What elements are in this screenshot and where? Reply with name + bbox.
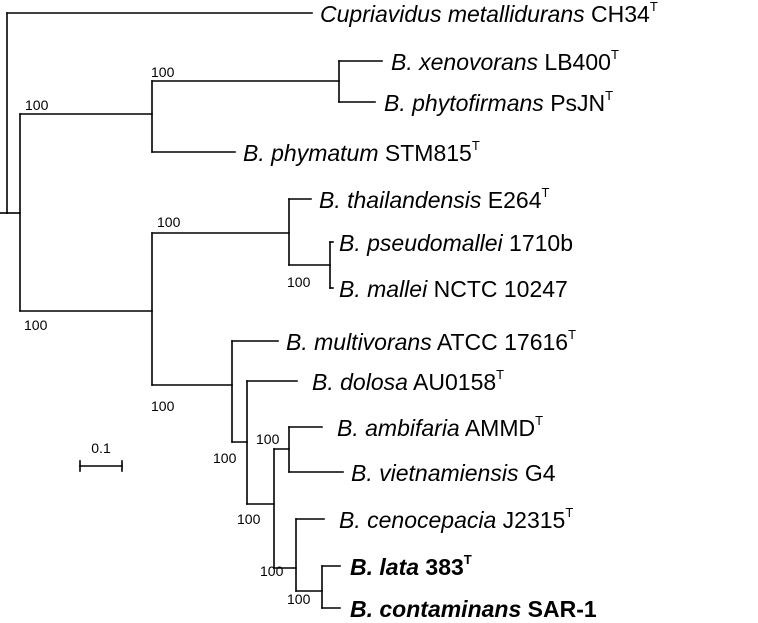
taxon-label: B. vietnamiensis G4 <box>351 460 556 486</box>
taxon-label: B. pseudomallei 1710b <box>339 230 573 256</box>
scale-bar: 0.1 <box>79 440 123 472</box>
bootstrap-value: 100 <box>287 274 311 290</box>
taxon-label: B. ambifaria AMMDT <box>337 413 543 441</box>
taxon-label: B. contaminans SAR-1 <box>350 596 597 622</box>
scale-bar-label: 0.1 <box>91 440 111 456</box>
taxon-label: B. xenovorans LB400T <box>391 47 619 75</box>
taxon-label: B. phymatum STM815T <box>243 138 480 166</box>
tree-branches <box>0 12 383 609</box>
taxon-labels: Cupriavidus metallidurans CH34T B. xenov… <box>243 0 658 622</box>
taxon-label: B. thailandensis E264T <box>319 185 550 213</box>
bootstrap-value: 100 <box>157 214 181 230</box>
taxon-label: B. mallei NCTC 10247 <box>339 276 568 302</box>
bootstrap-value: 100 <box>151 398 175 414</box>
taxon-label: B. cenocepacia J2315T <box>339 505 573 533</box>
bootstrap-value: 100 <box>24 317 48 333</box>
taxon-label: Cupriavidus metallidurans CH34T <box>320 0 658 27</box>
bootstrap-value: 100 <box>287 591 311 607</box>
taxon-label: B. dolosa AU0158T <box>312 367 504 395</box>
bootstrap-value: 100 <box>213 450 237 466</box>
taxon-label: B. multivorans ATCC 17616T <box>286 327 576 355</box>
bootstrap-values: 100 100 100 100 100 100 100 100 100 100 … <box>24 64 311 607</box>
bootstrap-value: 100 <box>25 97 49 113</box>
bootstrap-value: 100 <box>237 511 261 527</box>
bootstrap-value: 100 <box>256 431 280 447</box>
taxon-label: B. lata 383T <box>350 552 472 580</box>
bootstrap-value: 100 <box>151 64 175 80</box>
taxon-label: B. phytofirmans PsJNT <box>384 88 613 116</box>
bootstrap-value: 100 <box>260 563 284 579</box>
